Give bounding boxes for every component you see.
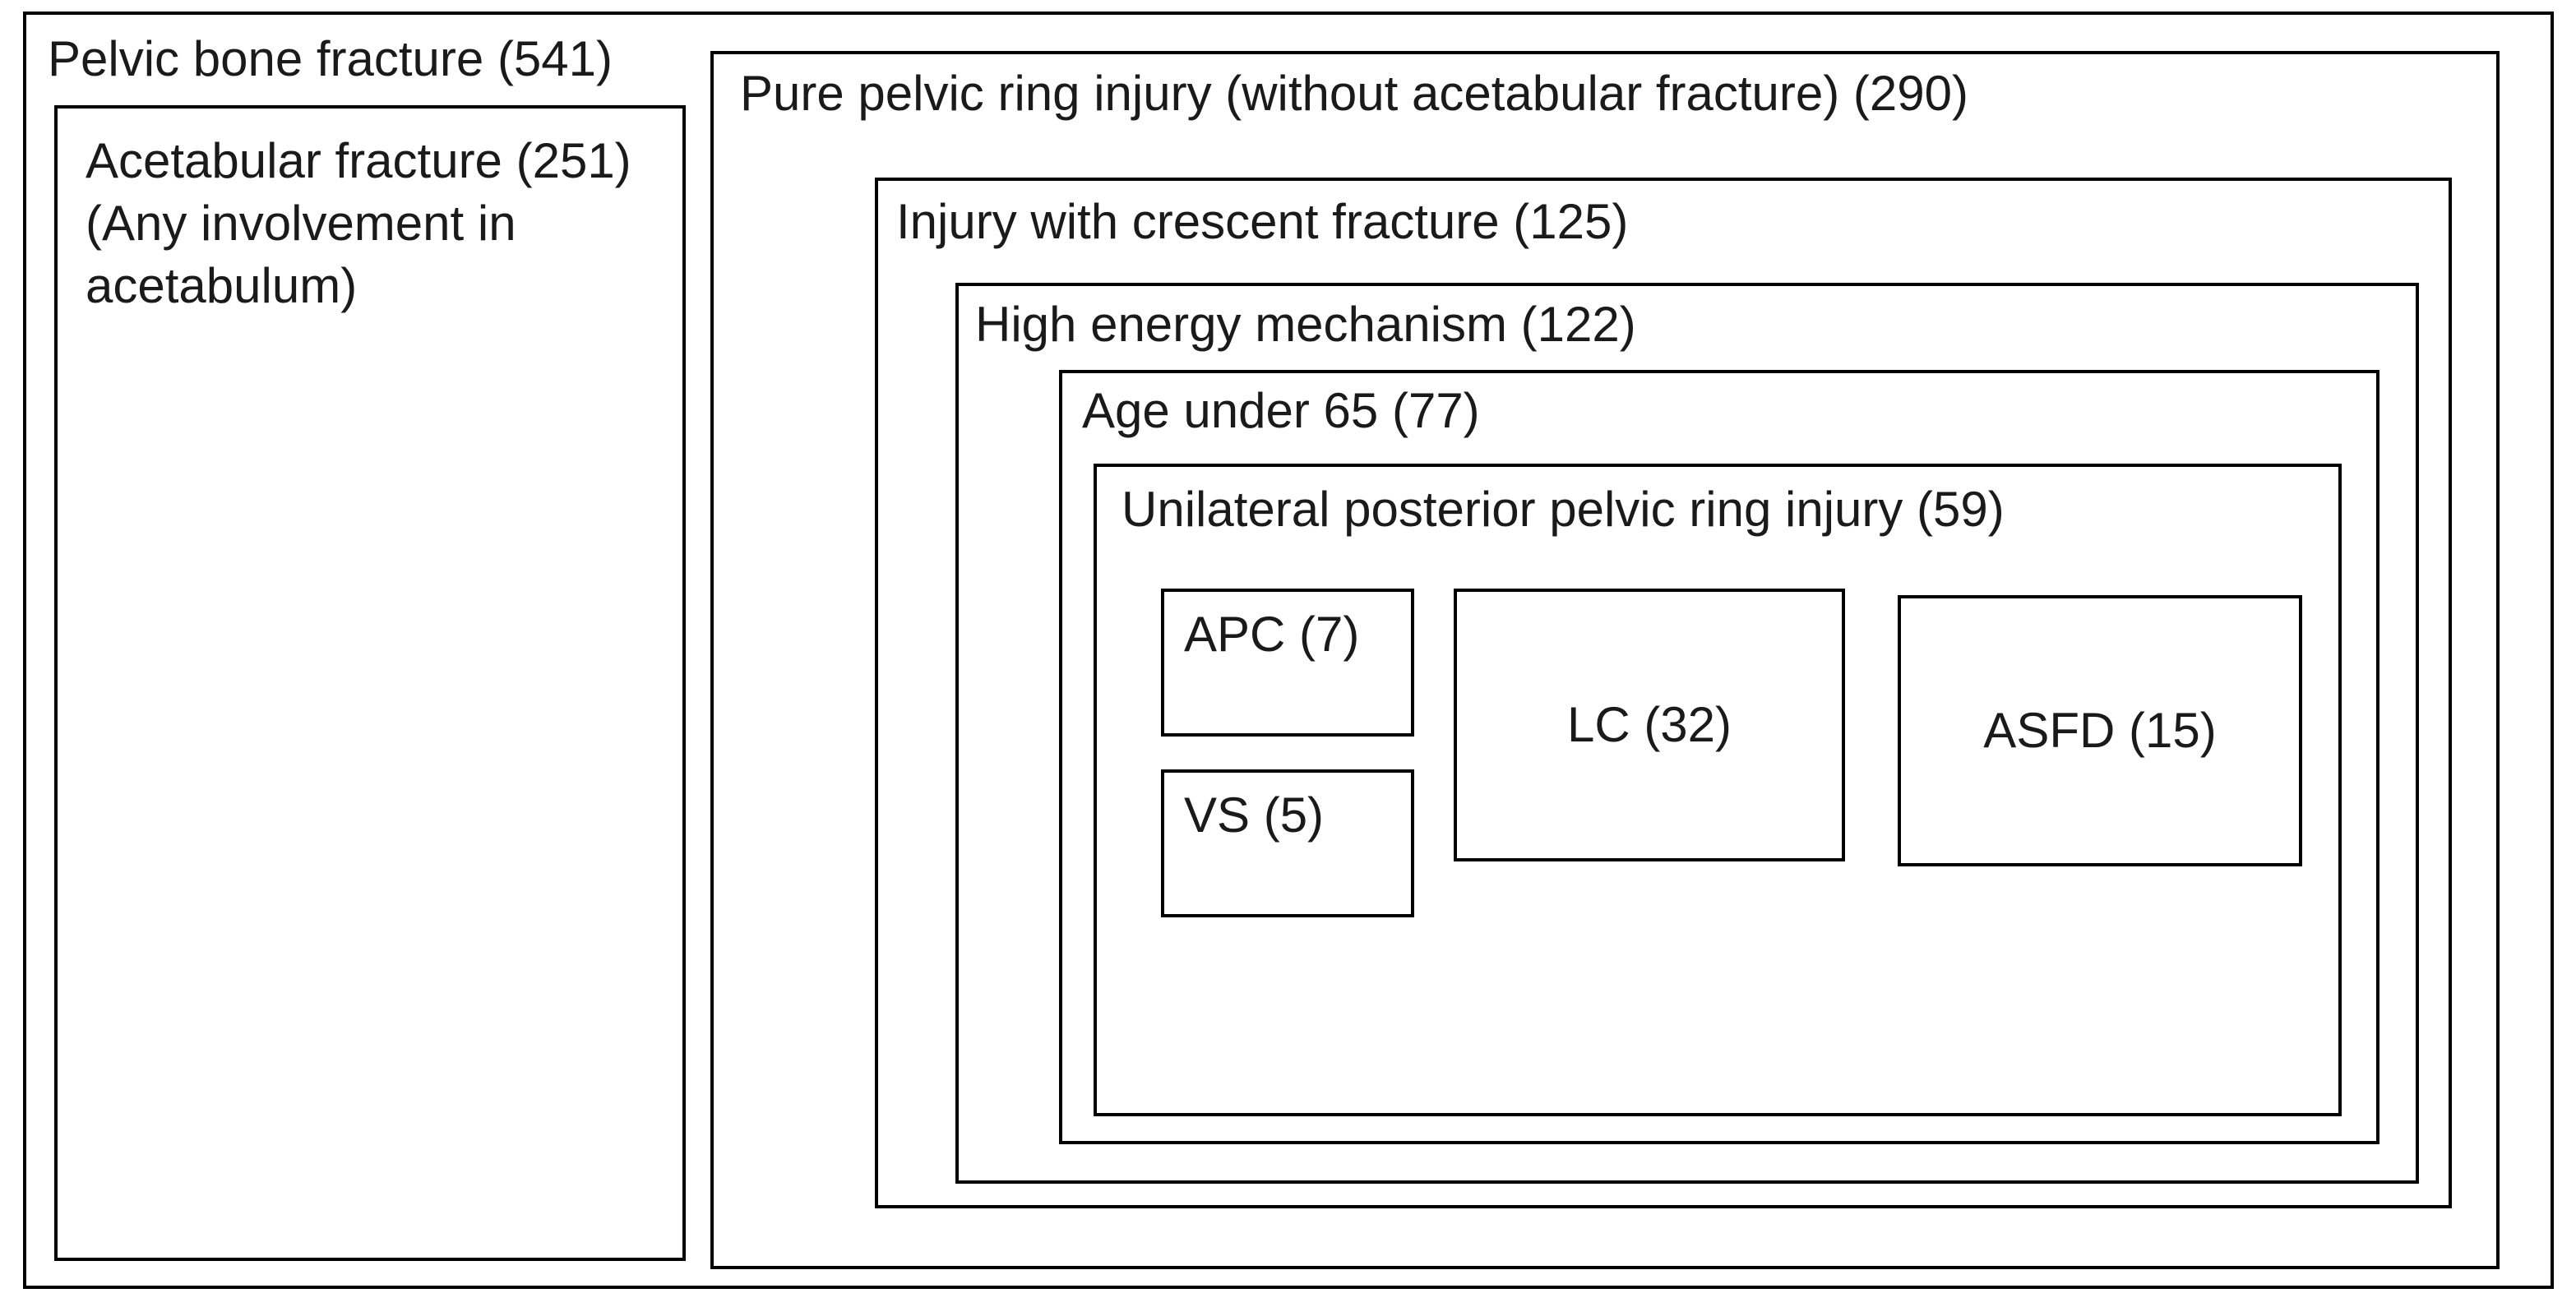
- label-high-energy-mechanism: High energy mechanism (122): [975, 297, 1636, 352]
- label-acetabular-line-3: acetabulum): [86, 258, 358, 313]
- box-high-energy-mechanism: High energy mechanism (122) Age under 65…: [955, 283, 2419, 1184]
- label-acetabular-fracture: Acetabular fracture (251) (Any involveme…: [58, 109, 661, 317]
- box-unilateral-posterior-pelvic-ring-injury: Unilateral posterior pelvic ring injury …: [1094, 464, 2342, 1116]
- label-injury-with-crescent-fracture: Injury with crescent fracture (125): [896, 194, 1629, 249]
- label-acetabular-line-1: Acetabular fracture (251): [86, 133, 631, 188]
- label-asfd: ASFD (15): [1983, 703, 2217, 758]
- label-apc: APC (7): [1184, 607, 1360, 662]
- box-lc: LC (32): [1454, 589, 1845, 861]
- label-pure-pelvic-ring-injury: Pure pelvic ring injury (without acetabu…: [740, 66, 1968, 121]
- box-pelvic-bone-fracture: Pelvic bone fracture (541) Acetabular fr…: [23, 12, 2554, 1289]
- label-acetabular-line-2: (Any involvement in: [86, 196, 516, 251]
- box-apc: APC (7): [1161, 589, 1414, 737]
- label-lc: LC (32): [1566, 697, 1732, 752]
- box-acetabular-fracture: Acetabular fracture (251) (Any involveme…: [54, 105, 686, 1261]
- label-pelvic-bone-fracture: Pelvic bone fracture (541): [48, 31, 613, 86]
- box-injury-with-crescent-fracture: Injury with crescent fracture (125) High…: [875, 178, 2452, 1208]
- box-age-under-65: Age under 65 (77) Unilateral posterior p…: [1059, 370, 2379, 1144]
- box-pure-pelvic-ring-injury: Pure pelvic ring injury (without acetabu…: [710, 51, 2500, 1269]
- label-age-under-65: Age under 65 (77): [1082, 383, 1480, 438]
- box-vs: VS (5): [1161, 769, 1414, 917]
- label-vs: VS (5): [1184, 787, 1325, 843]
- label-unilateral-posterior-pelvic-ring-injury: Unilateral posterior pelvic ring injury …: [1122, 482, 2005, 537]
- box-asfd: ASFD (15): [1898, 595, 2302, 866]
